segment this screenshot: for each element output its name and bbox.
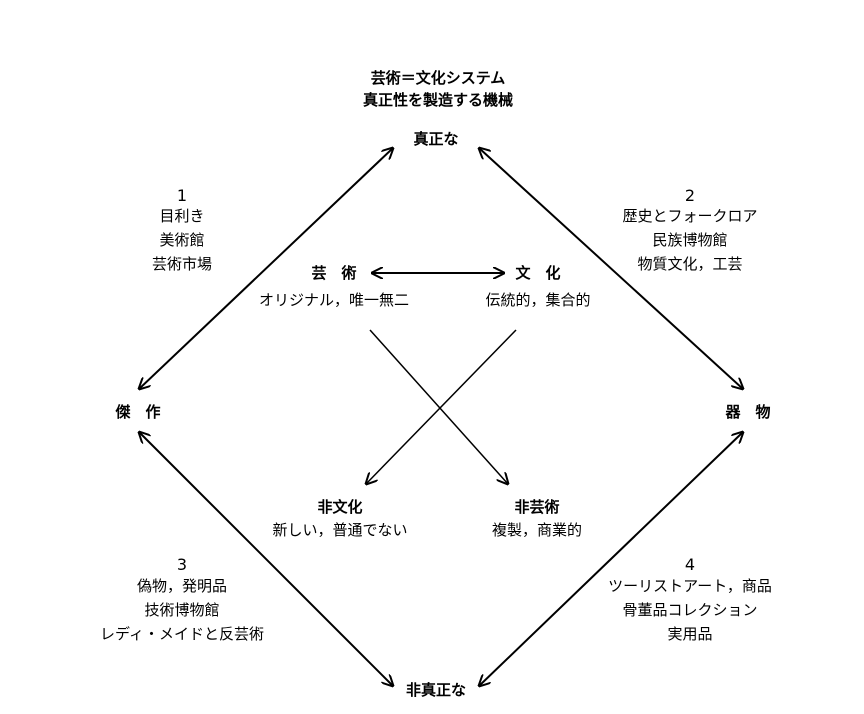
cross-line-art-to-nonart xyxy=(369,329,508,484)
diagram-title: 芸術＝文化システム xyxy=(370,69,506,87)
culture-label: 文 化 xyxy=(515,264,561,282)
diagram-subtitle: 真正性を製造する機械 xyxy=(362,91,514,109)
quadrant-4-number: 4 xyxy=(684,555,696,574)
nonculture-description: 新しい，普通でない xyxy=(272,521,408,539)
art-label: 芸 術 xyxy=(311,264,357,282)
corner-masterpiece: 傑 作 xyxy=(115,403,161,421)
quadrant-2-number: 2 xyxy=(684,186,696,205)
edge-bottom-left-arrow xyxy=(139,432,393,686)
quadrant-1-line: 美術館 xyxy=(159,231,205,249)
quadrant-4-line: 骨董品コレクション xyxy=(622,601,758,619)
quadrant-3-line: レディ・メイドと反芸術 xyxy=(100,625,264,643)
corner-authentic: 真正な xyxy=(413,130,459,148)
culture-description: 伝統的，集合的 xyxy=(485,291,591,309)
cross-line-culture-to-nonculture xyxy=(366,329,517,484)
edge-top-right-arrow xyxy=(479,148,743,389)
quadrant-1-line: 芸術市場 xyxy=(151,255,213,273)
nonculture-label: 非文化 xyxy=(317,498,363,516)
quadrant-2-line: 民族博物館 xyxy=(652,231,728,249)
quadrant-3-line: 技術博物館 xyxy=(144,601,220,619)
corner-artifact: 器 物 xyxy=(725,403,771,421)
quadrant-4-line: 実用品 xyxy=(667,625,713,643)
nonart-label: 非芸術 xyxy=(514,498,560,516)
art-description: オリジナル，唯一無二 xyxy=(258,291,410,309)
quadrant-1-line: 目利き xyxy=(159,207,205,225)
quadrant-2-line: 物質文化，工芸 xyxy=(637,255,743,273)
corner-inauthentic: 非真正な xyxy=(405,681,467,699)
edge-bottom-right-arrow xyxy=(479,432,743,686)
quadrant-3-line: 偽物，発明品 xyxy=(136,577,228,595)
edge-top-left-arrow xyxy=(139,148,393,389)
quadrant-1-number: 1 xyxy=(176,186,188,205)
quadrant-4-line: ツーリストアート，商品 xyxy=(608,577,772,595)
quadrant-3-number: 3 xyxy=(176,555,188,574)
quadrant-2-line: 歴史とフォークロア xyxy=(622,207,758,225)
nonart-description: 複製，商業的 xyxy=(491,521,583,539)
